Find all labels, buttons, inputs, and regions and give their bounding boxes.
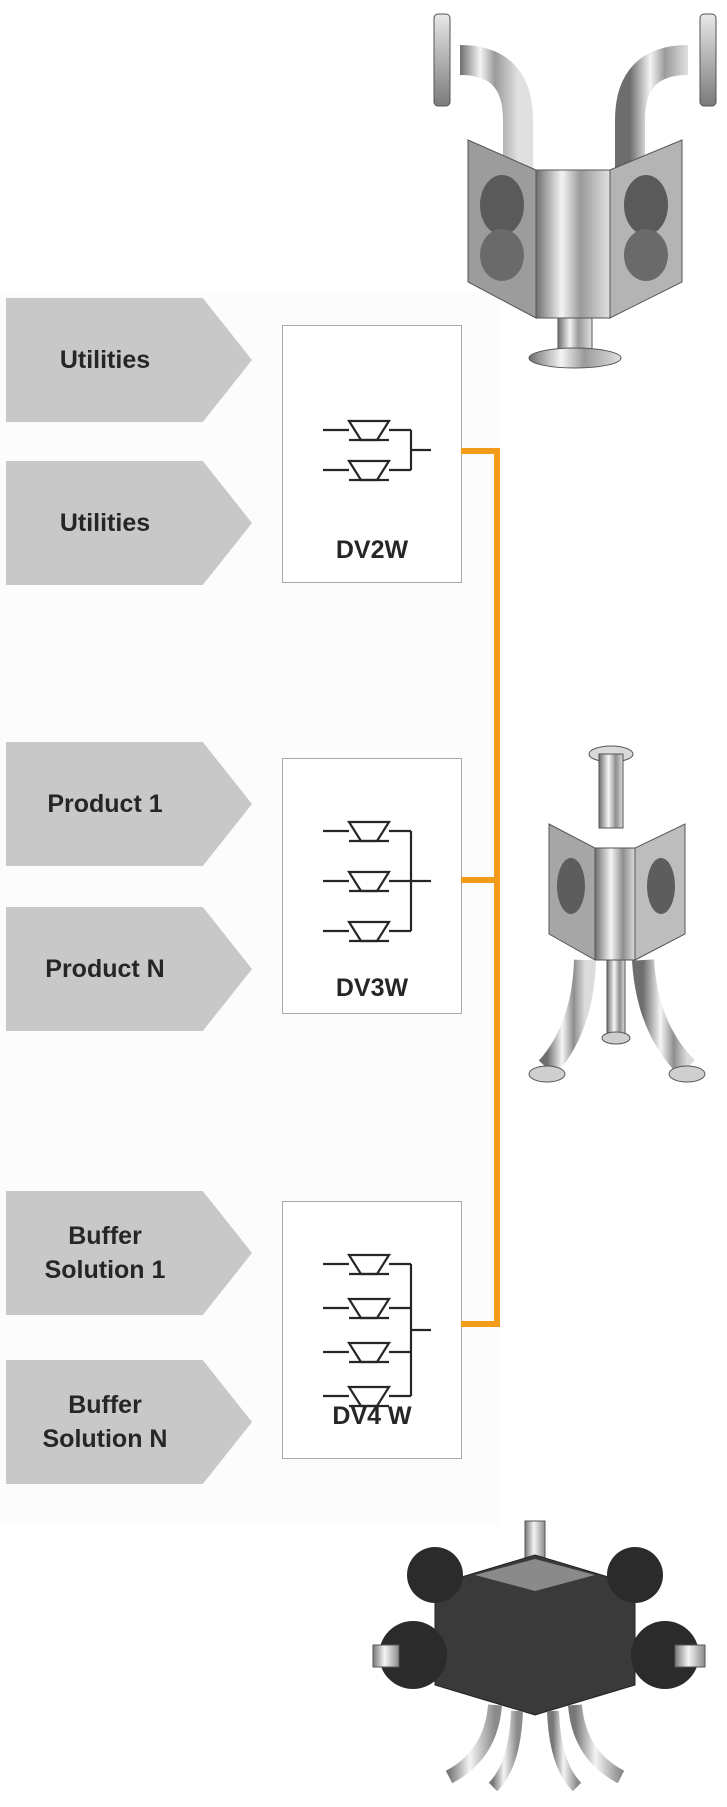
input-arrow-product-1: Product 1 [6, 742, 252, 866]
valve-box-dv2w: DV2W [282, 325, 462, 583]
valve-4-way-symbol [323, 1253, 431, 1408]
valve-label: DV2W [335, 536, 409, 564]
input-label: Utilities [59, 509, 151, 537]
input-arrow-buffer-solution-1: Buffer Solution 1 [6, 1191, 252, 1315]
input-arrow-buffer-solution-n: Buffer Solution N [6, 1360, 252, 1484]
valve-label: DV3W [335, 974, 409, 1002]
valve-2-way-symbol [323, 419, 431, 482]
input-label: Buffer Solution 1 [44, 1222, 166, 1284]
valve-label: DV4 W [332, 1402, 412, 1430]
valve-3-way-symbol [323, 820, 431, 943]
valve-manifold-3-way-icon [528, 745, 706, 1083]
input-label: Product 1 [47, 790, 163, 818]
input-arrow-utilities-1: Utilities [6, 298, 252, 422]
input-label: Utilities [59, 346, 151, 374]
valve-box-dv3w: DV3W [282, 758, 462, 1014]
valve-manifold-2-way-icon [433, 13, 717, 369]
input-arrow-utilities-2: Utilities [6, 461, 252, 585]
input-arrow-product-n: Product N [6, 907, 252, 1031]
input-label: Buffer Solution N [42, 1391, 168, 1453]
valve-box-dv4w: DV4 W [282, 1201, 462, 1459]
valve-manifold-4-way-icon [372, 1520, 706, 1792]
input-label: Product N [45, 955, 165, 983]
